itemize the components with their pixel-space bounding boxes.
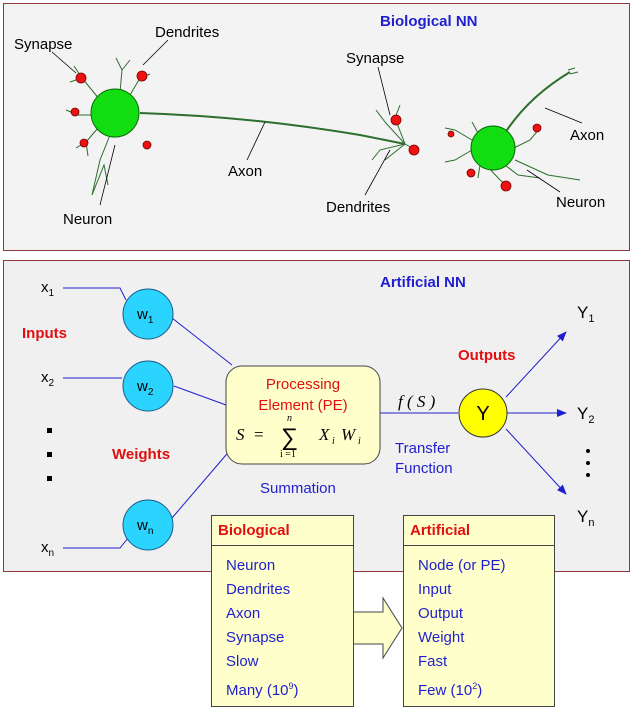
biological-table-header: Biological [212,516,353,546]
svg-text:W: W [341,425,357,444]
input-lines [63,287,458,549]
summation-label: Summation [260,480,336,497]
neuron-right-body [470,125,516,171]
output-y2: Y2 [577,404,594,426]
artificial-row: Few (102) [418,681,483,699]
output-node-label: Y [476,403,489,425]
biological-row: Neuron [226,557,276,574]
weight-label-n: wn [136,517,153,537]
svg-text:∑: ∑ [281,424,298,451]
label-dendrites-left: Dendrites [155,24,219,41]
comparison-arrow [352,596,403,660]
output-arrows [505,331,567,495]
input-x1: x1 [41,279,55,299]
pe-label-line2: Element (PE) [258,397,347,414]
svg-text:=: = [254,425,264,444]
bio-leader-lines [51,39,583,206]
artificial-row: Node (or PE) [418,557,506,574]
transfer-label-line2: Function [395,460,453,477]
artificial-row: Output [418,605,464,622]
weight-node-2 [122,360,174,412]
biological-table: Biological Neuron Dendrites Axon Synapse… [211,515,354,707]
biological-row: Slow [226,653,259,670]
processing-element-box [225,365,381,465]
svg-text:i: i [332,436,335,447]
axon-terminal-branches [371,104,413,161]
biological-row: Many (109) [226,681,299,699]
label-synapse-right: Synapse [346,50,404,67]
label-neuron-right: Neuron [556,194,605,211]
output-ellipsis [586,449,590,477]
biological-row: Synapse [226,629,285,646]
artificial-row: Input [418,581,452,598]
artificial-table: Artificial Node (or PE) Input Output Wei… [403,515,555,707]
output-y1: Y1 [577,303,594,325]
label-synapse-left: Synapse [14,36,72,53]
svg-text:i: i [358,436,361,447]
summation-formula: S = ∑ n i =1 X i W i [236,413,361,460]
artificial-table-header: Artificial [404,516,554,546]
weight-label-2: w2 [136,378,154,398]
weight-label-1: w1 [136,306,154,326]
transfer-function-symbol: f ( S ) [398,392,436,411]
label-neuron-left: Neuron [63,211,112,228]
pe-label-line1: Processing [266,376,340,393]
neuron-left-body [90,88,140,138]
synapse-dots [70,70,542,192]
inputs-heading: Inputs [22,325,67,342]
svg-text:i =1: i =1 [280,449,296,460]
axon-right-tip [567,67,579,75]
axon-left-line [139,112,406,145]
weight-node-1 [122,288,174,340]
label-axon-right: Axon [570,127,604,144]
artificial-row: Fast [418,653,448,670]
bio-title: Biological NN [380,13,478,30]
artificial-row: Weight [418,629,465,646]
weights-heading: Weights [112,446,170,463]
svg-text:S: S [236,425,245,444]
biological-row: Axon [226,605,261,622]
input-xn: xn [41,539,54,559]
svg-text:X: X [318,425,330,444]
outputs-heading: Outputs [458,347,516,364]
label-dendrites-right: Dendrites [326,199,390,216]
ann-title: Artificial NN [380,274,466,291]
transfer-label-line1: Transfer [395,440,450,457]
axon-right-line [504,71,571,134]
output-yn: Yn [577,507,594,529]
weight-node-n [122,499,174,551]
input-x2: x2 [41,369,55,389]
svg-text:n: n [287,413,292,424]
biological-row: Dendrites [226,581,291,598]
label-axon-mid: Axon [228,163,262,180]
input-ellipsis [47,428,52,481]
